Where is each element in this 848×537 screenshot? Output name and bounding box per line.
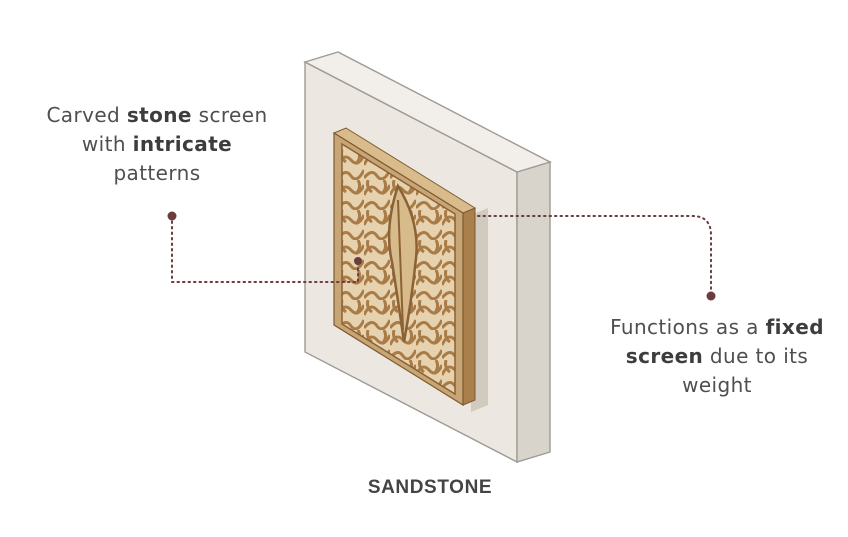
callout-right-text: Functions as a fixed screen due to its w… [582,313,848,400]
callout-right-line-2: screen due to its [582,342,848,371]
slab-side-face [516,161,551,463]
screen-frame-side [462,207,476,406]
leader-left [167,211,362,283]
callout-left-text: Carved stone screen with intricate patte… [20,101,294,188]
text-fragment: Carved [46,103,127,127]
callout-left-line-2: with intricate [20,130,294,159]
callout-right-line-1: Functions as a fixed [582,313,848,342]
leader-right [477,215,716,301]
text-fragment: Functions as a [610,315,766,339]
leader-left-end-dot [354,257,362,265]
leader-right-end-dot [706,291,716,301]
carved-screen [332,127,477,407]
bold-fragment: fixed [765,315,824,339]
bold-fragment: stone [126,103,192,127]
material-label: SANDSTONE [367,477,493,498]
leader-left-start-dot [167,211,177,221]
callout-left-line-3: patterns [113,161,201,185]
text-fragment: with [81,132,133,156]
bold-fragment: screen [625,344,704,368]
text-fragment: screen [191,103,268,127]
callout-left-line-1: Carved stone screen [20,101,294,130]
text-fragment: due to its [703,344,809,368]
central-leaf-motif [387,183,418,343]
bold-fragment: intricate [132,132,233,156]
slab-top-face [303,51,552,173]
callout-right-line-3: weight [682,373,752,397]
